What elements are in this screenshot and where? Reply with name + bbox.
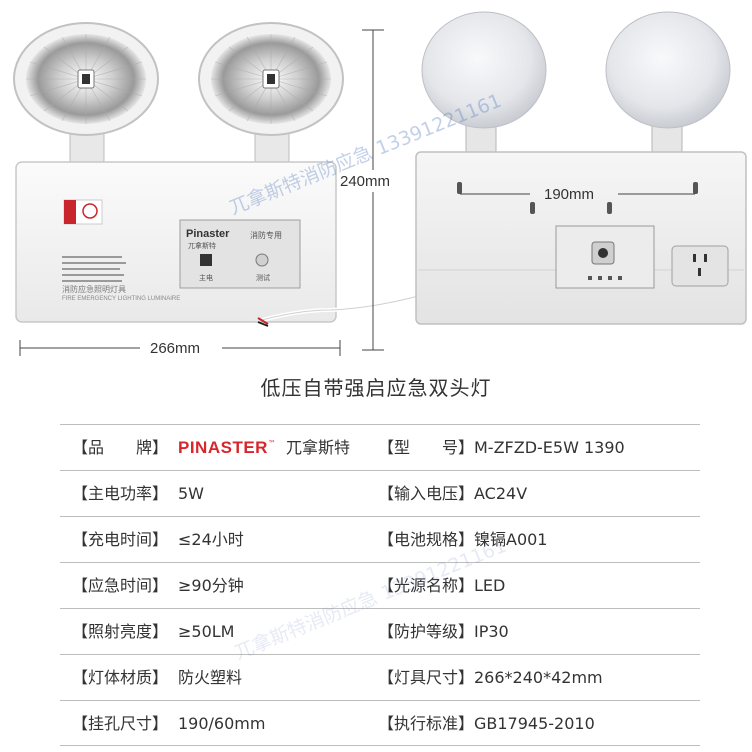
spec-row: 【挂孔尺寸】 190/60mm 【执行标准】 GB17945-2010 xyxy=(60,700,700,746)
spec-value: 镍镉A001 xyxy=(474,530,548,549)
brand-cn-name: 兀拿斯特 xyxy=(285,438,350,457)
spec-row: 【应急时间】 ≥90分钟 【光源名称】 LED xyxy=(60,562,700,608)
spec-row: 【照射亮度】 ≥50LM 【防护等级】 IP30 xyxy=(60,608,700,654)
spec-value: GB17945-2010 xyxy=(474,714,595,733)
spec-label: 【品 牌】 xyxy=(72,438,169,457)
certification-label xyxy=(63,199,103,225)
spec-label: 【电池规格】 xyxy=(378,530,475,549)
back-left-lamp xyxy=(421,11,547,155)
spec-value: 190/60mm xyxy=(178,714,266,733)
main-power-indicator xyxy=(200,254,212,266)
spec-label: 【应急时间】 xyxy=(72,576,169,595)
spec-row: 【充电时间】 ≤24小时 【电池规格】 镍镉A001 xyxy=(60,516,700,562)
spec-label: 【主电功率】 xyxy=(72,484,169,503)
spec-value: 266*240*42mm xyxy=(474,668,603,687)
spec-label: 【灯具尺寸】 xyxy=(378,668,475,687)
width-dimension: 266mm xyxy=(19,340,341,357)
power-socket xyxy=(671,245,729,287)
spec-value: 5W xyxy=(178,484,204,503)
spec-value: ≥50LM xyxy=(178,622,235,641)
width-label: 266mm xyxy=(150,340,200,357)
brand-value: PINASTER™ 兀拿斯特 xyxy=(178,425,350,470)
spec-value: ≥90分钟 xyxy=(178,576,244,595)
panel-brand-cn: 兀拿斯特 xyxy=(188,241,216,250)
button-test-label: 测试 xyxy=(256,273,270,282)
spec-row-brand: 【品 牌】 PINASTER™ 兀拿斯特 【型 号】 M-ZFZD-E5W 139… xyxy=(60,424,700,470)
panel-brand: Pinaster xyxy=(186,228,230,240)
spec-value: IP30 xyxy=(474,622,509,641)
spec-text-lines xyxy=(62,256,126,282)
front-right-lamp xyxy=(198,22,344,165)
spec-label: 【输入电压】 xyxy=(378,484,475,503)
panel-text: 消防专用 xyxy=(250,230,282,240)
spec-row: 【灯体材质】 防火塑料 【灯具尺寸】 266*240*42mm xyxy=(60,654,700,700)
spec-label: 【型 号】 xyxy=(378,438,475,457)
front-view: 消防应急照明灯具 FIRE EMERGENCY LIGHTING LUMINAI… xyxy=(13,22,601,327)
test-button xyxy=(255,253,269,267)
spec-label: 【防护等级】 xyxy=(378,622,475,641)
trademark-mark: ™ xyxy=(267,439,276,448)
spec-row: 【主电功率】 5W 【输入电压】 AC24V xyxy=(60,470,700,516)
spec-value: LED xyxy=(474,576,506,595)
spec-table: 【品 牌】 PINASTER™ 兀拿斯特 【型 号】 M-ZFZD-E5W 139… xyxy=(60,424,700,746)
spec-value: ≤24小时 xyxy=(178,530,244,549)
height-label: 240mm xyxy=(340,173,390,190)
back-right-lamp xyxy=(605,11,731,155)
back-view: 190mm xyxy=(415,11,747,325)
button-main-label: 主电 xyxy=(199,273,213,282)
terminal-box xyxy=(555,225,655,289)
hole-spacing-label: 190mm xyxy=(544,186,594,203)
product-photo: 消防应急照明灯具 FIRE EMERGENCY LIGHTING LUMINAI… xyxy=(13,11,747,357)
mounting-holes xyxy=(457,182,698,214)
spec-label: 【挂孔尺寸】 xyxy=(72,714,169,733)
spec-label: 【充电时间】 xyxy=(72,530,169,549)
body-en-text: FIRE EMERGENCY LIGHTING LUMINAIRE xyxy=(62,296,180,302)
product-title: 低压自带强启应急双头灯 xyxy=(260,376,492,400)
spec-value: 防火塑料 xyxy=(178,668,243,687)
brand-logo: PINASTER xyxy=(178,438,268,457)
spec-label: 【照射亮度】 xyxy=(72,622,169,641)
front-left-lamp xyxy=(13,22,159,165)
spec-label: 【光源名称】 xyxy=(378,576,475,595)
spec-value: M-ZFZD-E5W 1390 xyxy=(474,438,625,457)
spec-label: 【灯体材质】 xyxy=(72,668,169,687)
spec-label: 【执行标准】 xyxy=(378,714,475,733)
spec-value: AC24V xyxy=(474,484,528,503)
control-panel: Pinaster 兀拿斯特 消防专用 主电 测试 xyxy=(179,219,301,289)
hole-spacing-dimension: 190mm xyxy=(460,186,695,203)
height-dimension: 240mm xyxy=(340,29,390,351)
body-cn-text: 消防应急照明灯具 xyxy=(62,284,126,294)
